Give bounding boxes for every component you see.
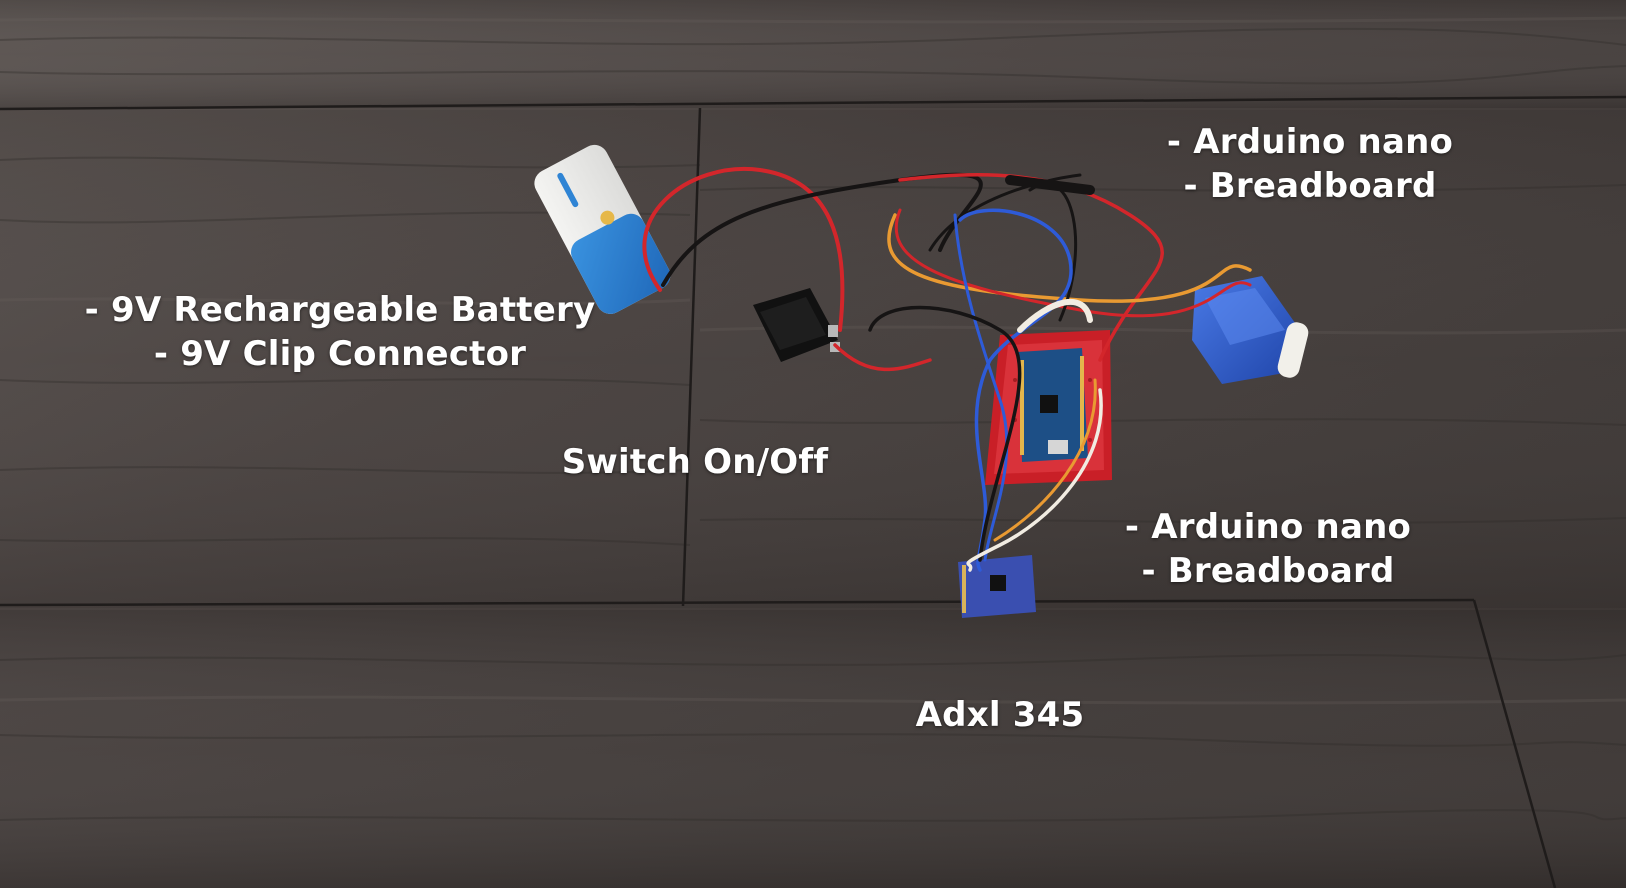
rocker-switch-icon [753,288,840,362]
arduino-bottom-label-line1: - Arduino nano [1124,507,1412,547]
battery-label: - 9V Rechargeable Battery - 9V Clip Conn… [80,288,600,376]
arduino-bottom-label-line2: - Breadboard [1141,551,1395,591]
switch-label: Switch On/Off [555,440,835,484]
battery-label-line2: - 9V Clip Connector [153,334,527,374]
sensor-label-line1: Adxl 345 [915,695,1085,735]
plank-seams [0,95,1626,888]
sensor-label: Adxl 345 [880,693,1120,737]
arduino-bottom-label: - Arduino nano - Breadboard [1098,505,1438,593]
wood-grain [0,27,1626,822]
wires [642,166,1252,572]
adxl345-sensor-icon [958,555,1036,618]
servo-motor-icon [1192,276,1309,384]
arduino-top-label-line1: - Arduino nano [1166,122,1454,162]
battery-label-line1: - 9V Rechargeable Battery [84,290,596,330]
arduino-top-label: - Arduino nano - Breadboard [1140,120,1480,208]
switch-label-line1: Switch On/Off [561,442,829,482]
arduino-top-label-line2: - Breadboard [1183,166,1437,206]
arduino-nano-icon [1018,348,1088,462]
